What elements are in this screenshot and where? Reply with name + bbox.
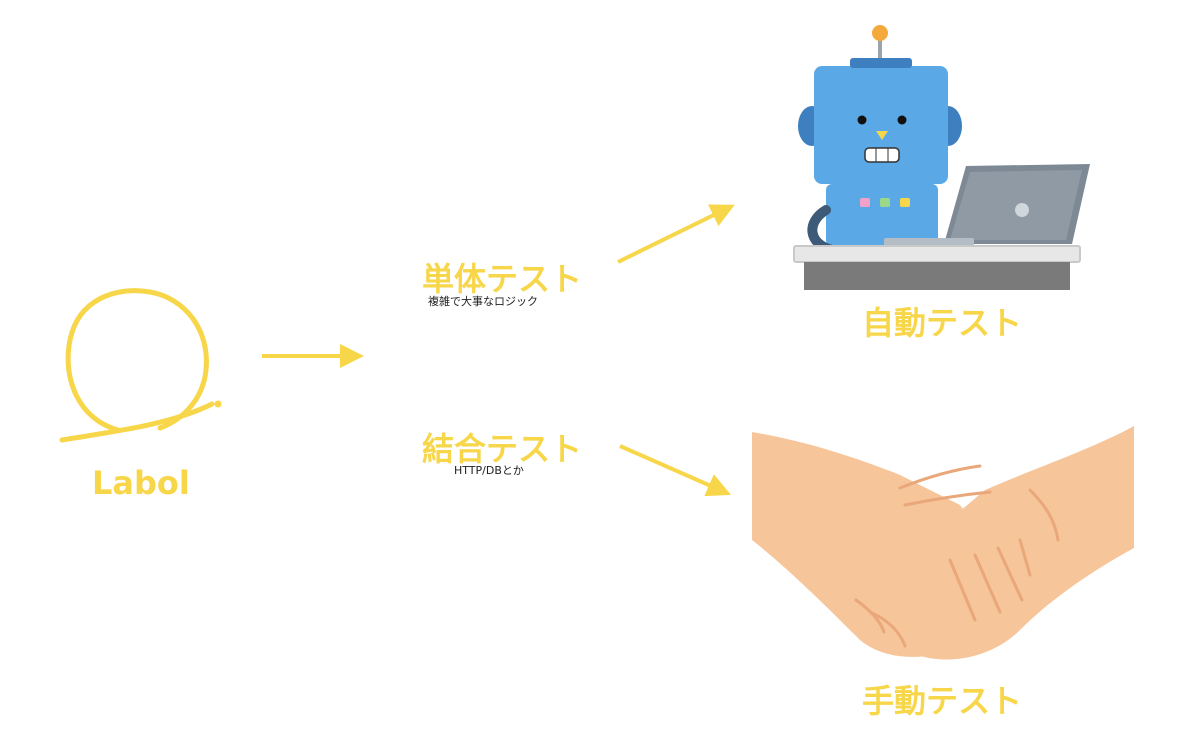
manual-test-title: 手動テスト xyxy=(862,682,1023,720)
unit-test-title: 単体テスト xyxy=(422,260,583,298)
logo-name: Labol xyxy=(92,464,190,502)
arrow-unit-to-auto xyxy=(617,204,735,264)
integration-test-title: 結合テスト xyxy=(422,430,583,468)
arrow-integration-to-manual xyxy=(619,444,731,497)
auto-test-title: 自動テスト xyxy=(862,304,1023,342)
unit-test-subtitle: 複雑で大事なロジック xyxy=(428,295,538,308)
integration-test-subtitle: HTTP/DBとか xyxy=(454,464,524,477)
